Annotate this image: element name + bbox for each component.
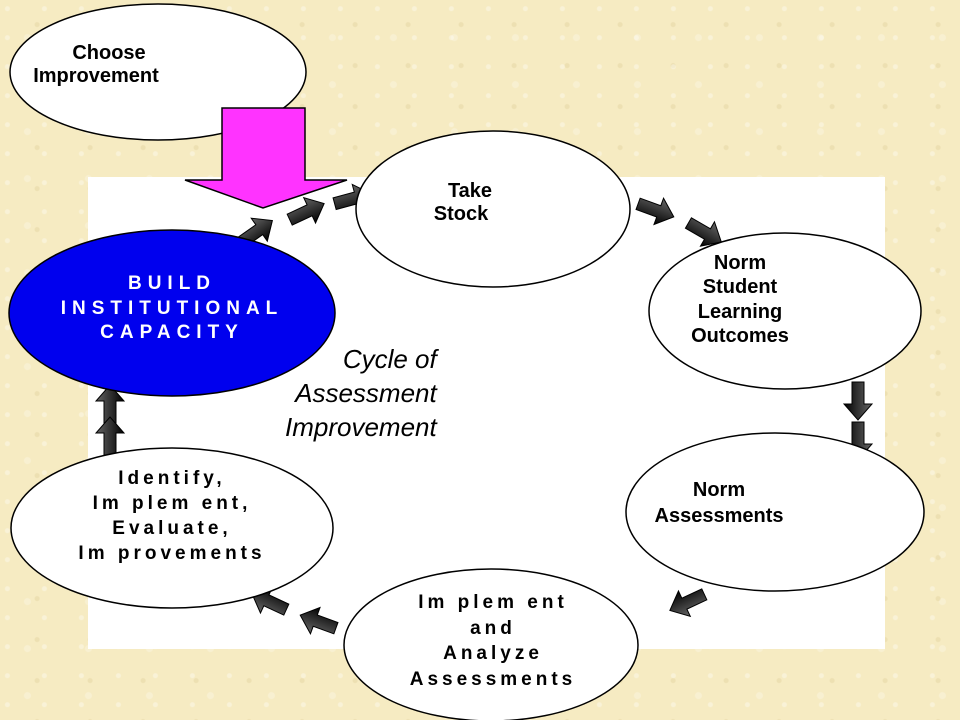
norm-slo-label: Norm Student Learning Outcomes [670,251,810,349]
node-norm-slo [648,232,922,390]
norm-slo-line-3: Learning [697,300,783,323]
norm-assess-line-1: Norm [692,479,746,501]
build-line-2: INSTITUTIONAL [60,297,284,319]
diagram-title: Cycle of Assessment Improvement [285,343,437,444]
identify-line-1: Identify, [118,468,226,489]
cycle-arrow-icon [286,196,325,226]
title-line-1: Cycle of [342,344,437,374]
cycle-arrow-icon [842,381,874,421]
identify-line-2: Im plem ent, [92,493,252,515]
choose-line-1: Choose [72,42,146,64]
title-line-2: Assessment [295,377,437,408]
build-capacity-label: BUILD INSTITUTIONAL CAPACITY [10,272,334,346]
node-build-capacity [8,229,336,397]
choose-line-2: Improvement [33,65,159,88]
title-line-3: Improvement [285,411,437,442]
implement-line-3: Analyze [443,643,543,665]
cycle-arrow-icon [94,416,126,456]
norm-assess-line-2: Assessments [654,504,784,527]
take-stock-line-1: Take [447,180,493,202]
cycle-arrow-icon [684,217,722,247]
cycle-arrows [94,183,874,635]
choose-improvement-label: Choose Improvement [16,42,176,89]
node-norm-assessments [625,432,925,592]
node-implement-analyze [343,568,639,720]
identify-line-3: Evaluate, [112,518,232,540]
implement-line-4: Assessments [409,668,577,690]
take-stock-label: Take Stock [418,180,504,227]
cycle-arrow-icon [299,606,339,635]
implement-line-2: and [470,617,516,639]
norm-slo-line-4: Outcomes [691,325,789,348]
identify-line-4: Im provements [78,543,266,565]
norm-assessments-label: Norm Assessments [634,478,804,529]
cycle-arrow-icon [669,588,708,618]
node-take-stock [355,130,631,288]
implement-analyze-label: Im plem ent and Analyze Assessments [368,590,618,693]
cycle-arrow-icon [635,197,675,226]
take-stock-line-2: Stock [433,203,489,226]
build-line-3: CAPACITY [100,322,244,344]
cycle-arrow-icon [94,384,126,424]
choose-improvement-arrow-icon [184,107,348,209]
build-line-1: BUILD [127,273,217,294]
node-choose-improvement [9,3,307,141]
implement-line-1: Im plem ent [418,592,568,613]
node-identify-improvements [10,447,334,609]
norm-slo-line-2: Student [702,276,778,299]
norm-slo-line-1: Norm [713,252,767,274]
identify-improvements-label: Identify, Im plem ent, Evaluate, Im prov… [22,466,322,566]
